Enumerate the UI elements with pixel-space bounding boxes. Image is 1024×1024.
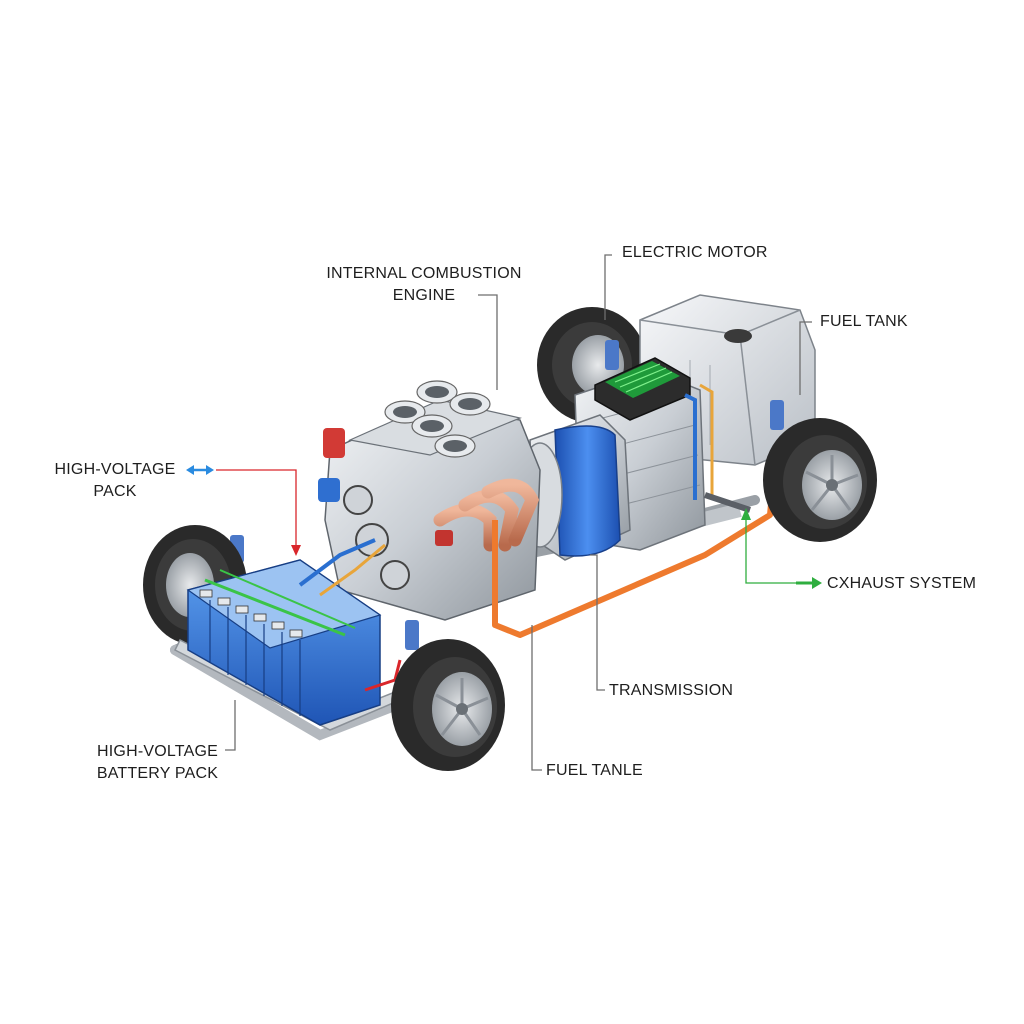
label-fuel-tank: FUEL TANK	[820, 311, 908, 333]
front-right-wheel	[391, 639, 505, 771]
label-ice-line2: ENGINE	[318, 285, 530, 307]
label-hv-pack-line2: PACK	[40, 481, 190, 503]
internal-combustion-engine	[318, 381, 540, 620]
label-battery-line2: BATTERY PACK	[85, 763, 230, 785]
leader-transmission	[590, 555, 605, 690]
label-exhaust-system: CXHAUST SYSTEM	[827, 573, 976, 595]
double-arrow-icon	[186, 465, 214, 475]
leader-fuel-tank-lower	[532, 625, 542, 770]
rear-right-wheel	[763, 418, 877, 542]
label-fuel-tank-lower: FUEL TANLE	[546, 760, 643, 782]
right-arrow-icon	[796, 577, 822, 589]
leader-ice	[478, 295, 497, 390]
label-battery-line1: HIGH-VOLTAGE	[85, 741, 230, 763]
label-electric-motor: ELECTRIC MOTOR	[622, 242, 768, 264]
label-internal-combustion-engine: INTERNAL COMBUSTION ENGINE	[318, 263, 530, 307]
label-high-voltage-battery-pack: HIGH-VOLTAGE BATTERY PACK	[85, 741, 230, 785]
label-high-voltage-pack: HIGH-VOLTAGE PACK	[40, 459, 190, 503]
label-transmission: TRANSMISSION	[609, 680, 733, 702]
label-hv-pack-line1: HIGH-VOLTAGE	[40, 459, 190, 481]
label-ice-line1: INTERNAL COMBUSTION	[318, 263, 530, 285]
